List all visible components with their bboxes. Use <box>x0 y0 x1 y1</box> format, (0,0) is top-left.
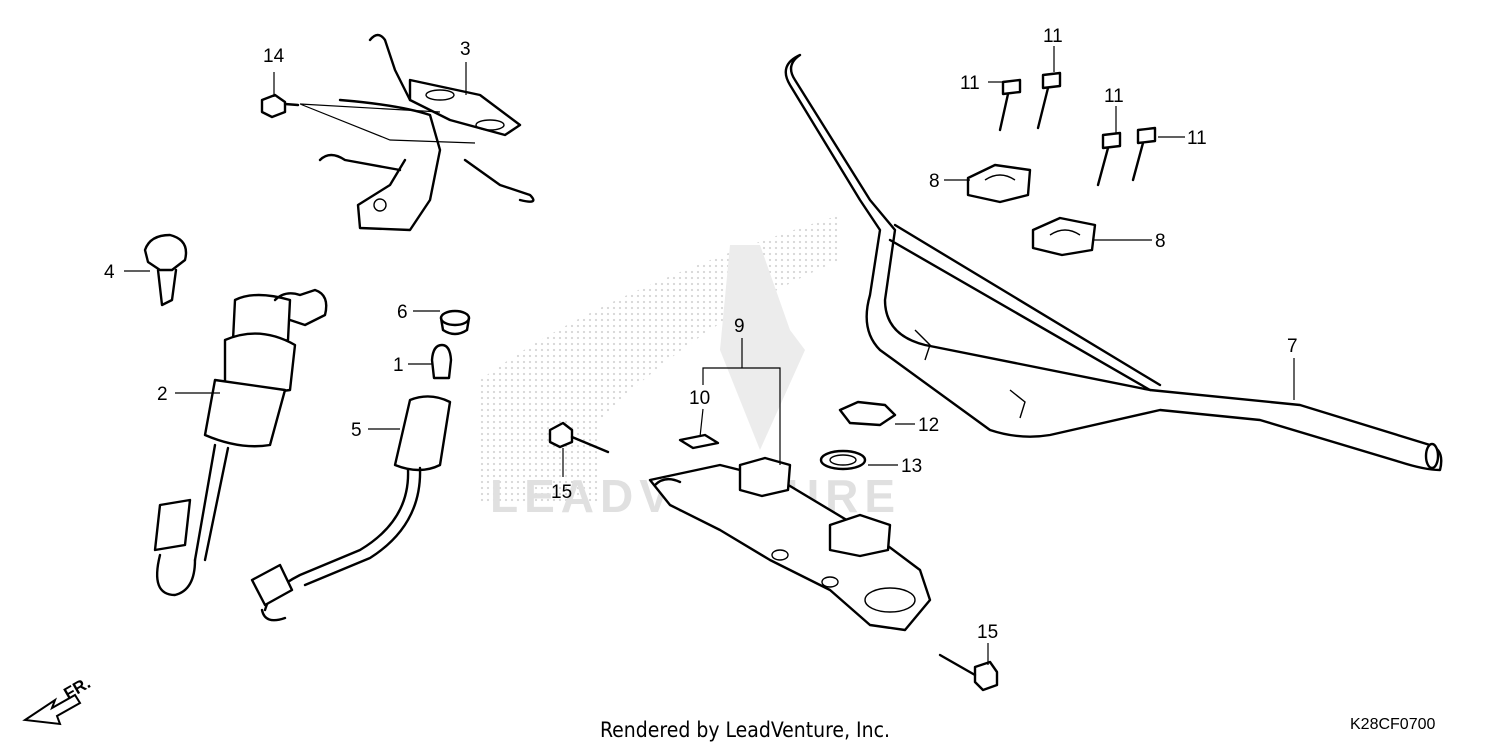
callout-2: 2 <box>157 384 168 405</box>
callout-11-d: 11 <box>1187 128 1207 149</box>
part-6-grommet <box>439 309 471 336</box>
callout-11-c: 11 <box>1104 86 1124 107</box>
watermark-v-shape <box>720 245 805 450</box>
callout-15-lower: 15 <box>977 622 998 643</box>
callout-6: 6 <box>397 302 408 323</box>
callout-4: 4 <box>104 262 115 283</box>
part-13-washer <box>819 449 867 471</box>
callout-1: 1 <box>393 355 404 376</box>
part-12-nut <box>838 400 897 427</box>
part-8-holder-upper <box>966 163 1032 204</box>
part-14-bolt <box>260 93 300 119</box>
callout-3: 3 <box>460 39 471 60</box>
part-15-bolt-upper <box>548 421 610 454</box>
callout-10: 10 <box>689 388 710 409</box>
callouts: 14 3 4 2 6 1 5 7 8 8 11 11 11 11 9 10 12… <box>104 26 1298 643</box>
part-1-bulb <box>430 343 453 380</box>
callout-7: 7 <box>1287 336 1298 357</box>
callout-8-lower: 8 <box>1155 231 1166 252</box>
callout-15-upper: 15 <box>551 482 572 503</box>
callout-11-a: 11 <box>960 73 980 94</box>
callout-14: 14 <box>263 46 285 67</box>
part-9-top-bridge <box>648 456 932 632</box>
part-10-pad <box>678 433 720 450</box>
callout-9: 9 <box>734 316 745 337</box>
callout-5: 5 <box>351 420 362 441</box>
leader-lines <box>124 46 1295 665</box>
callout-11-b: 11 <box>1043 26 1063 47</box>
part-7-handlebar <box>784 53 1443 472</box>
part-2-ignition-switch <box>153 288 328 597</box>
part-3-bracket <box>318 33 535 232</box>
part-4-key <box>143 233 188 307</box>
diagram-code: K28CF0700 <box>1350 716 1436 733</box>
credit-text: Rendered by LeadVenture, Inc. <box>600 718 890 742</box>
callout-8-upper: 8 <box>929 171 940 192</box>
part-15-bolt-lower <box>938 653 999 692</box>
part-8-holder-lower <box>1031 216 1097 257</box>
front-direction-label: FR. <box>61 673 94 703</box>
callout-13: 13 <box>901 456 922 477</box>
part-5-socket-wire <box>250 395 452 622</box>
part-11-bolts <box>998 71 1157 187</box>
front-direction-arrow: FR. <box>22 673 94 726</box>
callout-12: 12 <box>918 415 939 436</box>
